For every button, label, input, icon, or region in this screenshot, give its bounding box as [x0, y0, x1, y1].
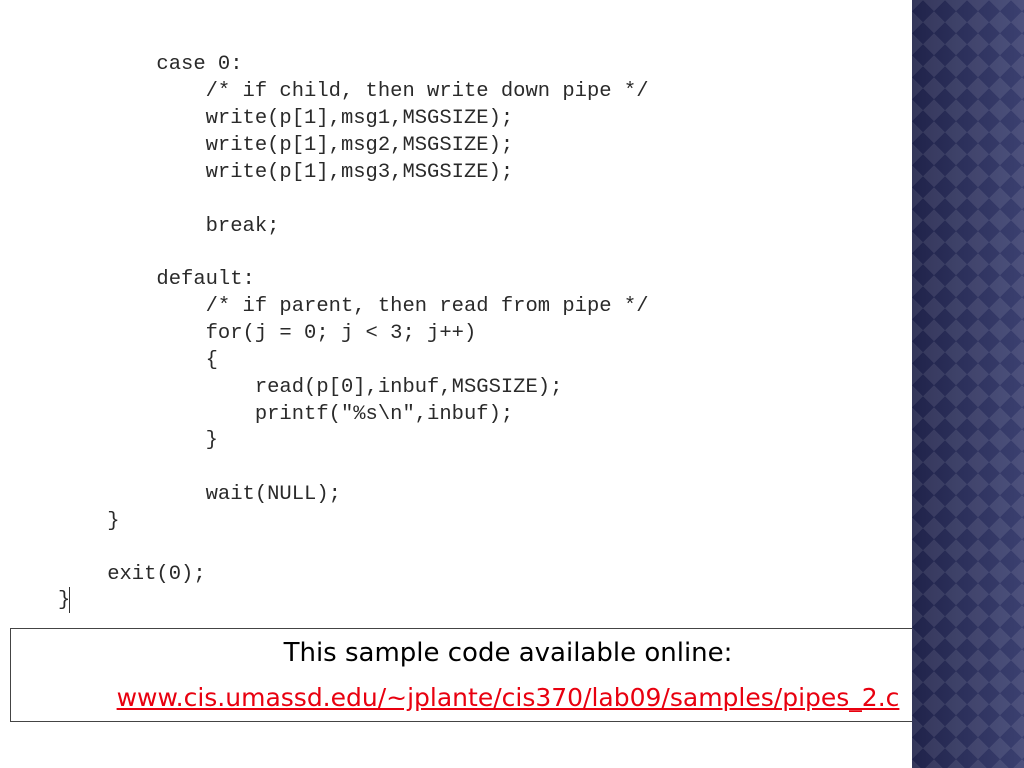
- text-cursor: [69, 587, 70, 613]
- code-line: write(p[1],msg2,MSGSIZE);: [58, 134, 514, 157]
- code-line: printf("%s\n",inbuf);: [58, 403, 514, 426]
- code-line: }: [58, 589, 71, 612]
- code-line: break;: [58, 215, 280, 238]
- code-line: default:: [58, 268, 255, 291]
- decorative-sidebar: [912, 0, 1024, 768]
- code-line: case 0:: [58, 53, 243, 76]
- code-line: }: [58, 429, 218, 452]
- code-line: /* if parent, then read from pipe */: [58, 295, 649, 318]
- code-line: for(j = 0; j < 3; j++): [58, 322, 477, 345]
- code-line: {: [58, 349, 218, 372]
- code-line: }: [58, 510, 120, 533]
- sample-code-link[interactable]: www.cis.umassd.edu/~jplante/cis370/lab09…: [116, 683, 900, 712]
- info-box: This sample code available online: www.c…: [10, 628, 1006, 722]
- code-line: /* if child, then write down pipe */: [58, 80, 649, 103]
- info-text: This sample code available online:: [283, 638, 733, 668]
- code-line: exit(0);: [58, 563, 206, 586]
- code-line: write(p[1],msg3,MSGSIZE);: [58, 161, 514, 184]
- code-line: write(p[1],msg1,MSGSIZE);: [58, 107, 514, 130]
- code-line: wait(NULL);: [58, 483, 341, 506]
- code-block: case 0: /* if child, then write down pip…: [58, 50, 898, 620]
- code-line: read(p[0],inbuf,MSGSIZE);: [58, 376, 563, 399]
